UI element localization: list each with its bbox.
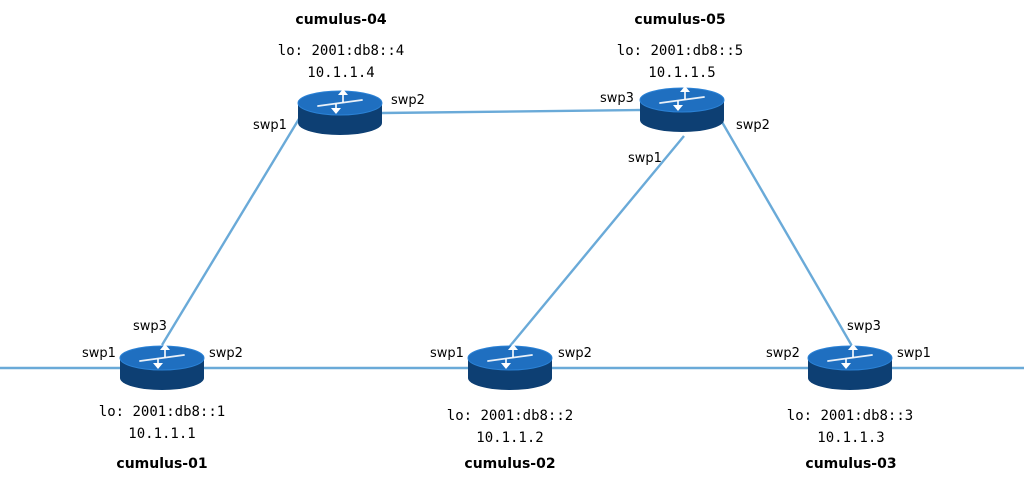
- router-name-r3: cumulus-03: [805, 456, 896, 472]
- router-icon: [639, 85, 725, 133]
- port-label-r2-swp1: swp1: [430, 346, 464, 361]
- port-label-r2-swp2: swp2: [558, 346, 592, 361]
- port-label-r4-swp1: swp1: [253, 118, 287, 133]
- port-label-r5-swp2: swp2: [736, 118, 770, 133]
- router-loopback-r3: lo: 2001:db8::3: [787, 408, 913, 424]
- router-ip-r3: 10.1.1.3: [817, 430, 884, 446]
- port-label-r1-swp1: swp1: [82, 346, 116, 361]
- router-icon: [807, 343, 893, 391]
- port-label-r1-swp2: swp2: [209, 346, 243, 361]
- router-loopback-r4: lo: 2001:db8::4: [278, 43, 404, 59]
- link-r5-r3: [720, 121, 854, 347]
- link-r5-r2: [509, 135, 685, 347]
- port-label-r5-swp1: swp1: [628, 151, 662, 166]
- router-name-r4: cumulus-04: [295, 12, 386, 28]
- router-icon: [297, 88, 383, 136]
- router-ip-r1: 10.1.1.1: [128, 426, 195, 442]
- port-label-r3-swp1: swp1: [897, 346, 931, 361]
- port-label-r3-swp3: swp3: [847, 319, 881, 334]
- link-r4-r5: [381, 108, 643, 115]
- port-label-r4-swp2: swp2: [391, 93, 425, 108]
- router-loopback-r5: lo: 2001:db8::5: [617, 43, 743, 59]
- router-loopback-r1: lo: 2001:db8::1: [99, 404, 225, 420]
- router-loopback-r2: lo: 2001:db8::2: [447, 408, 573, 424]
- port-label-r3-swp2: swp2: [766, 346, 800, 361]
- router-ip-r5: 10.1.1.5: [648, 65, 715, 81]
- router-name-r1: cumulus-01: [116, 456, 207, 472]
- links: [0, 103, 1024, 370]
- port-label-r1-swp3: swp3: [133, 319, 167, 334]
- router-name-r5: cumulus-05: [634, 12, 725, 28]
- router-ip-r4: 10.1.1.4: [307, 65, 374, 81]
- router-icon: [119, 343, 205, 391]
- router-icon: [467, 343, 553, 391]
- router-ip-r2: 10.1.1.2: [476, 430, 543, 446]
- port-label-r5-swp3: swp3: [600, 91, 634, 106]
- link-r1-r4: [160, 103, 310, 346]
- router-name-r2: cumulus-02: [464, 456, 555, 472]
